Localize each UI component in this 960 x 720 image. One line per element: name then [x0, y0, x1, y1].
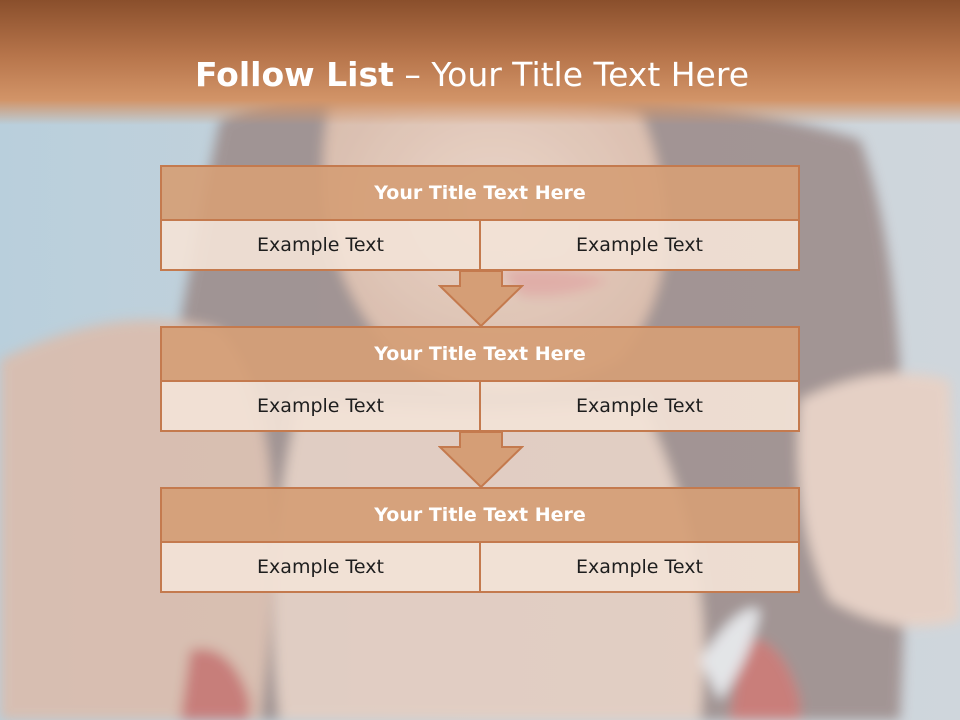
list-box-cell-left: Example Text [160, 221, 481, 271]
list-box-row: Example Text Example Text [160, 543, 800, 593]
list-box-title: Your Title Text Here [160, 326, 800, 382]
slide-title[interactable]: Follow List – Your Title Text Here [0, 53, 944, 97]
list-box-cell-left: Example Text [160, 382, 481, 432]
title-rest-part: – Your Title Text Here [404, 55, 750, 94]
list-box-row: Example Text Example Text [160, 221, 800, 271]
list-box-row: Example Text Example Text [160, 382, 800, 432]
list-box-cell-right: Example Text [481, 543, 800, 593]
list-box-cell-left: Example Text [160, 543, 481, 593]
down-arrow-icon [438, 431, 524, 489]
title-bold-part: Follow List [194, 55, 394, 94]
list-box-cell-right: Example Text [481, 221, 800, 271]
down-arrow-icon [438, 270, 524, 328]
list-box-1[interactable]: Your Title Text Here Example Text Exampl… [160, 165, 800, 271]
list-box-3[interactable]: Your Title Text Here Example Text Exampl… [160, 487, 800, 593]
list-box-title: Your Title Text Here [160, 487, 800, 543]
list-box-title: Your Title Text Here [160, 165, 800, 221]
list-box-cell-right: Example Text [481, 382, 800, 432]
slide-header: Follow List – Your Title Text Here [0, 0, 960, 125]
list-box-2[interactable]: Your Title Text Here Example Text Exampl… [160, 326, 800, 432]
